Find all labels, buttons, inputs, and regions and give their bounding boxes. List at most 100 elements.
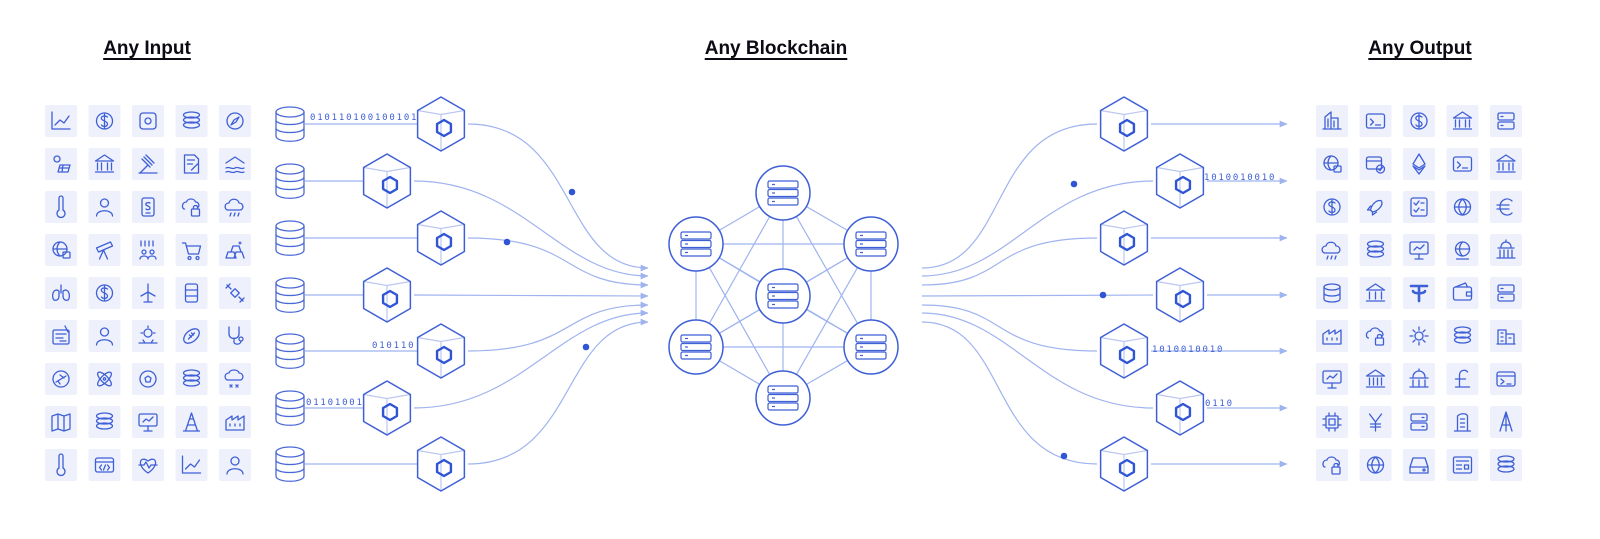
ethereum-icon	[1403, 148, 1435, 180]
database-source	[275, 446, 305, 482]
output-binary-stream: 0110	[1205, 399, 1234, 409]
compass-icon	[219, 105, 251, 137]
flow-dot	[1070, 180, 1078, 188]
flow-dot	[1060, 452, 1068, 460]
shopping-cart-icon	[175, 234, 208, 266]
football-icon	[175, 320, 208, 352]
wind-turbine-icon	[132, 277, 164, 309]
gold-bars-icon	[219, 234, 251, 266]
phone-dollar-icon	[1316, 191, 1348, 223]
binary-streams: 0101101001001010101100110100110100100101…	[306, 113, 1276, 409]
id-card-phone-icon	[132, 191, 164, 223]
output-oracle-node	[1099, 210, 1149, 266]
database-source	[275, 163, 305, 199]
input-oracle-node	[416, 436, 466, 492]
database-source	[275, 277, 305, 313]
output-icon-grid	[1316, 105, 1522, 481]
blockchain-nodes	[668, 165, 899, 426]
output-oracle-node	[1099, 323, 1149, 379]
blockchain-node	[843, 319, 899, 375]
bank-building-icon	[1490, 148, 1522, 180]
skyscraper-icon	[1316, 105, 1348, 137]
any-input-heading: Any Input	[103, 38, 191, 59]
binary-data-people-icon	[132, 234, 164, 266]
code-window-icon	[88, 449, 121, 481]
cloud-lock-icon	[1316, 234, 1348, 266]
treasury-icon	[1359, 277, 1392, 309]
oil-barrel-icon	[175, 277, 208, 309]
dollar-exchange-icon	[88, 277, 121, 309]
satellite-icon	[219, 277, 251, 309]
bitcoin-hand-icon	[88, 406, 121, 438]
oil-rig-icon	[175, 406, 208, 438]
input-oracle-node	[416, 323, 466, 379]
refresh-coins-icon	[175, 363, 208, 395]
database-source	[275, 106, 305, 142]
gear-settings-icon	[1403, 320, 1435, 352]
storage-drives-icon	[1403, 406, 1435, 438]
heart-rate-icon	[132, 449, 164, 481]
sun-crops-icon	[132, 320, 164, 352]
input-oracle-node	[416, 96, 466, 152]
crypto-globe-icon	[1359, 449, 1392, 481]
flight-icon	[45, 363, 77, 395]
telescope-icon	[88, 234, 121, 266]
stock-up-coins-icon	[175, 105, 208, 137]
world-bank-icon	[1446, 234, 1479, 266]
soccer-ball-icon	[132, 363, 164, 395]
any-blockchain-heading: Any Blockchain	[704, 38, 848, 59]
solar-weather-icon	[45, 148, 77, 180]
cpu-chip-icon	[1316, 406, 1348, 438]
euro-sign-icon	[1490, 191, 1522, 223]
hard-drive-icon	[1403, 449, 1435, 481]
database-icon	[1316, 277, 1348, 309]
line-chart-icon	[45, 105, 77, 137]
output-binary-stream: 1010010010	[1204, 173, 1276, 183]
capitol-building-icon	[1490, 234, 1522, 266]
stethoscope-icon	[219, 320, 251, 352]
output-oracle-node	[1155, 267, 1205, 323]
sports-score-sheet-icon	[132, 105, 164, 137]
monitor-analytics-icon	[1403, 234, 1435, 266]
snow-field-icon	[219, 363, 251, 395]
flow-dot	[1099, 291, 1107, 299]
oracle-nodes	[362, 96, 1205, 492]
blockchain-node	[755, 165, 811, 221]
newspaper-icon	[1446, 449, 1479, 481]
output-oracle-node	[1155, 380, 1205, 436]
tower-icon	[1446, 406, 1479, 438]
input-oracle-node	[416, 210, 466, 266]
dai-coin-icon	[1446, 320, 1479, 352]
input-binary-stream: 010110	[372, 341, 415, 351]
auction-gavel-icon	[132, 148, 164, 180]
input-icon-grid	[45, 105, 251, 481]
monitor-upload-icon	[132, 406, 164, 438]
lungs-icon	[45, 277, 77, 309]
plug-lock-icon	[1316, 449, 1348, 481]
global-web-icon	[1316, 148, 1348, 180]
blockchain-node	[668, 319, 724, 375]
flow-dots	[503, 180, 1107, 460]
database-source	[275, 220, 305, 256]
flood-level-icon	[219, 148, 251, 180]
coins-dollar-icon	[88, 105, 121, 137]
paid-user-icon	[88, 320, 121, 352]
atom-icon	[88, 363, 121, 395]
factory-icon	[219, 406, 251, 438]
pound-sign-icon	[1446, 363, 1479, 395]
output-oracle-node	[1099, 436, 1149, 492]
arrow-spire-icon	[1490, 406, 1522, 438]
blockchain-node	[668, 216, 724, 272]
server-rack-icon	[1490, 105, 1522, 137]
location-map-icon	[45, 406, 77, 438]
tether-icon	[1403, 277, 1435, 309]
input-binary-stream: 01101001	[306, 398, 364, 408]
bank-truck-icon	[1446, 105, 1479, 137]
blockchain-node	[755, 268, 811, 324]
government-dome-icon	[1403, 363, 1435, 395]
delivery-truck-clock-icon	[175, 191, 208, 223]
office-buildings-icon	[1490, 320, 1522, 352]
rain-cloud-icon	[219, 191, 251, 223]
data-sources	[275, 106, 305, 482]
coin-stack-chart-icon	[175, 449, 208, 481]
